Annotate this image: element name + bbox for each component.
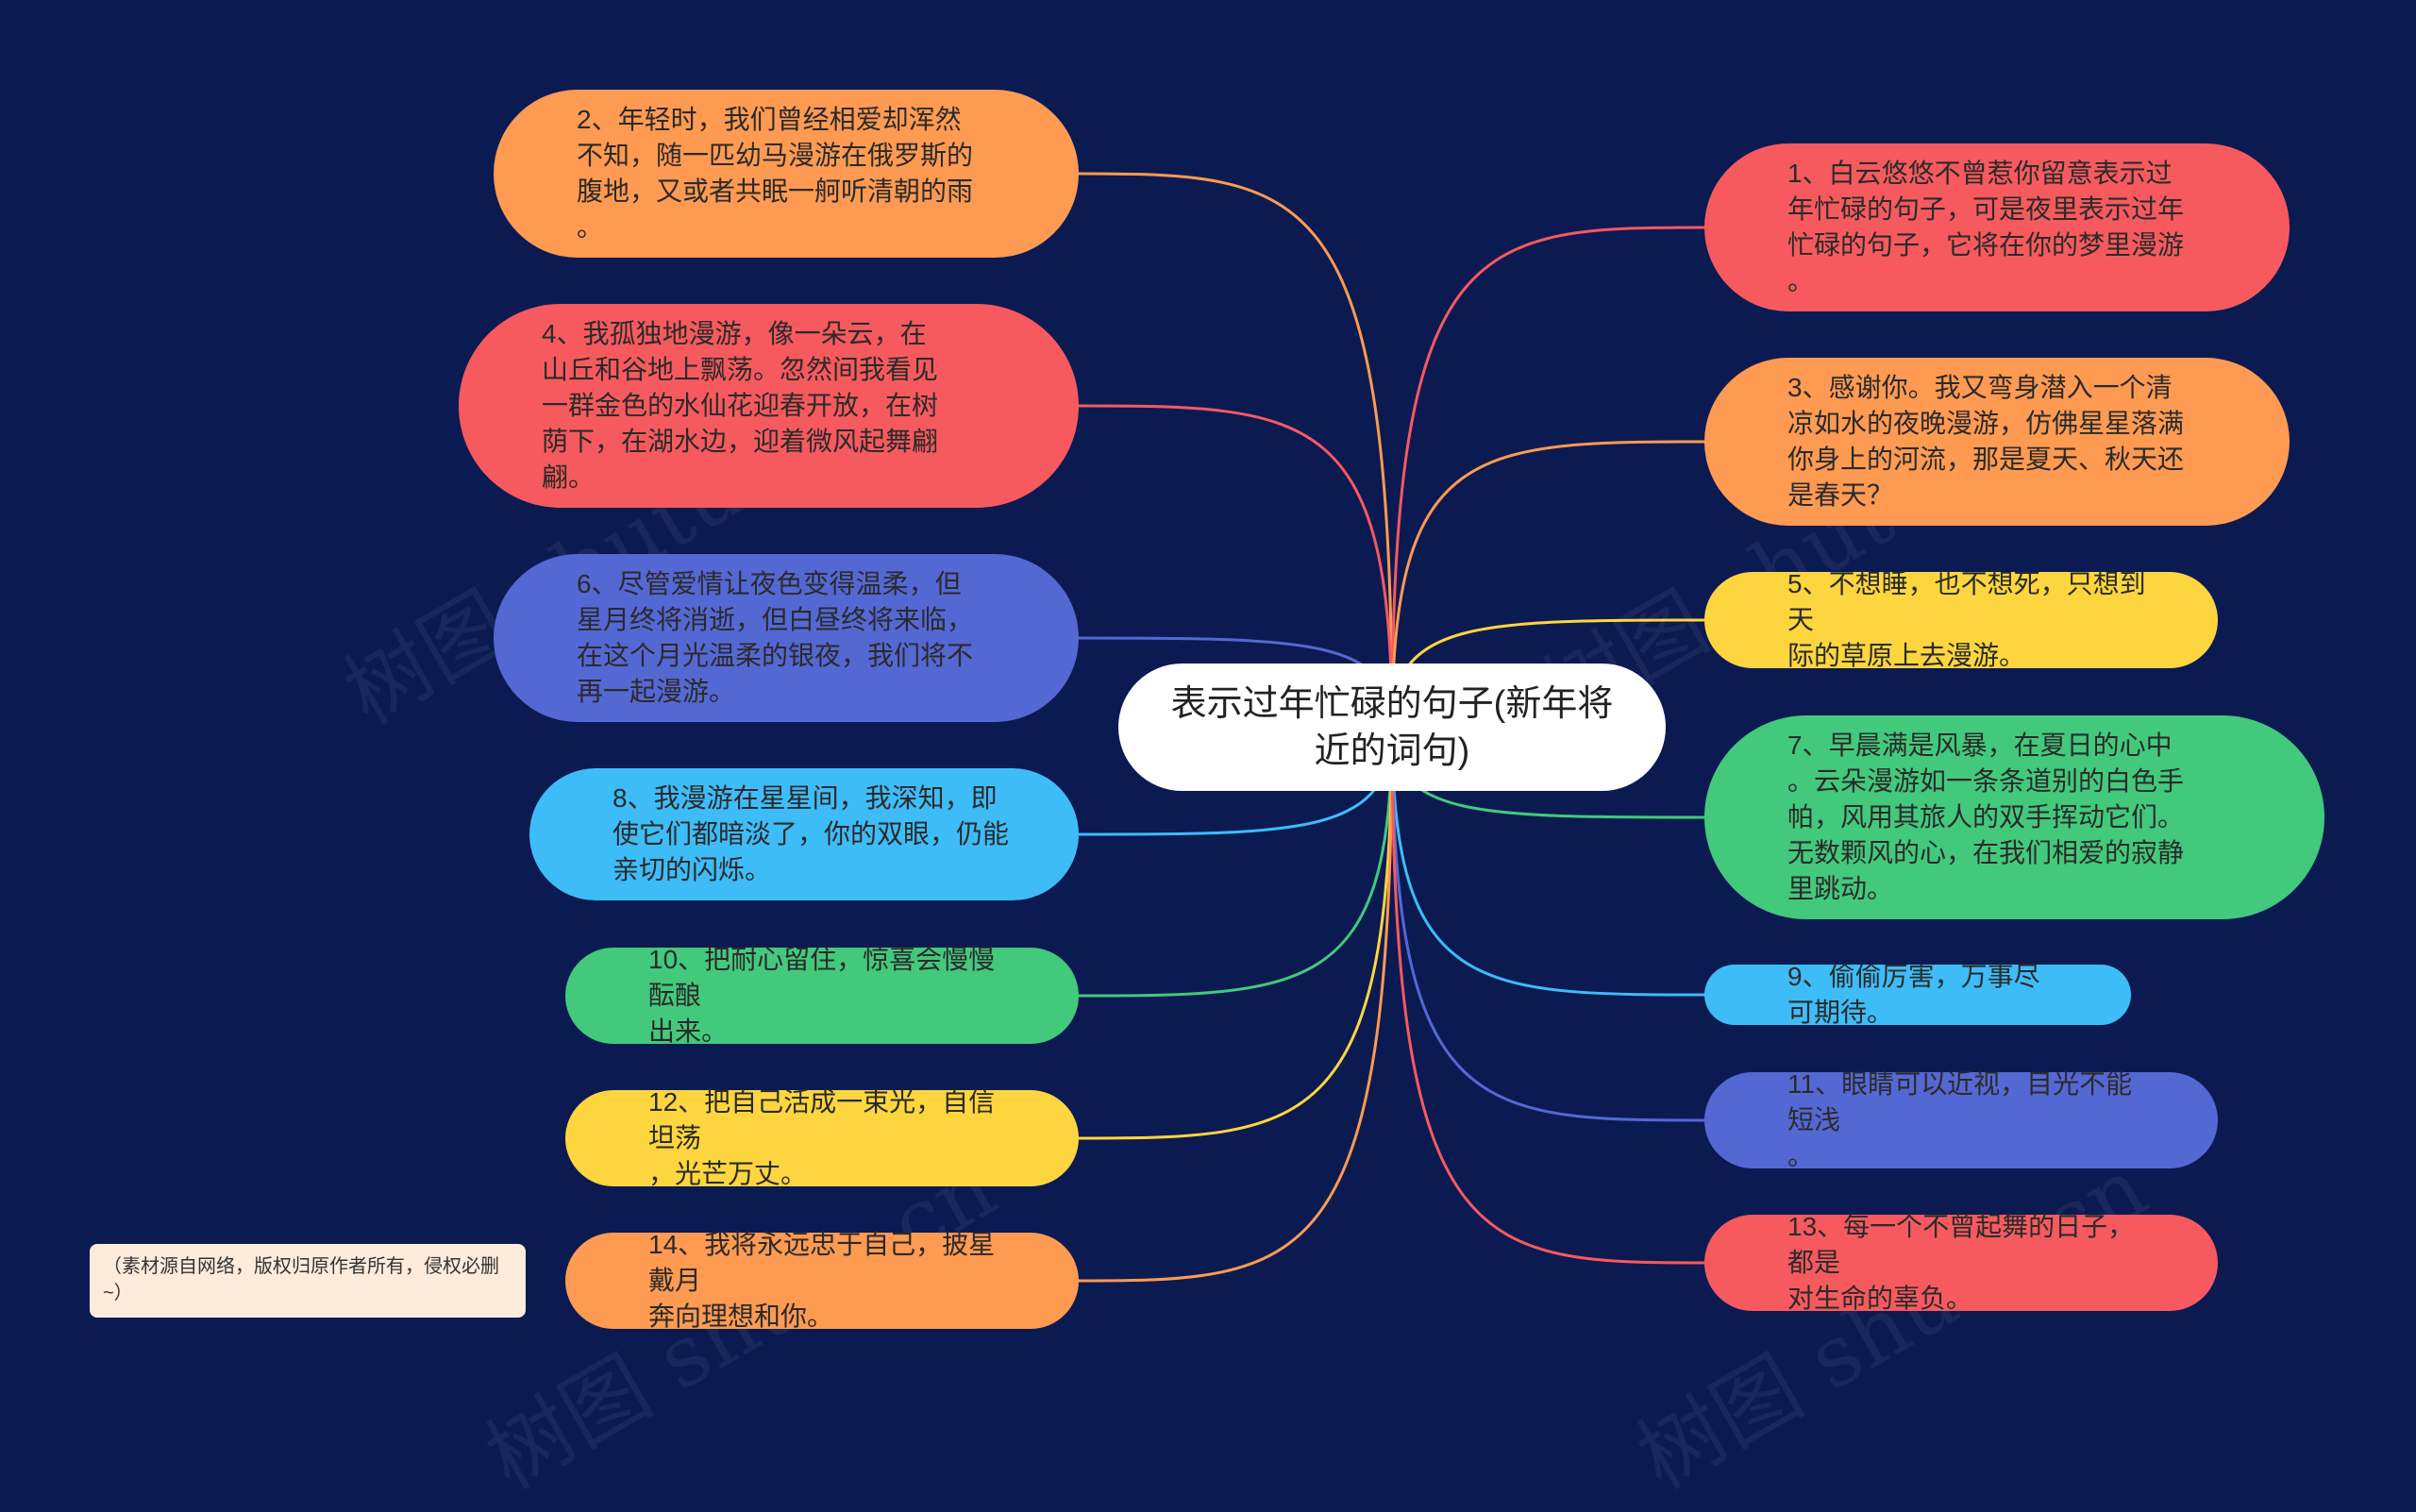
topic-text: 9、偷偷厉害，万事尽可期待。 [1787,962,2040,1027]
connector-n4 [1072,404,1394,728]
topic-node-8[interactable]: 8、我漫游在星星间，我深知，即 使它们都暗淡了，你的双眼，仍能 亲切的闪烁。 [529,768,1079,900]
topic-node-5[interactable]: 5、不想睡，也不想死，只想到天 际的草原上去漫游。 [1704,569,2218,670]
topic-text: 7、早晨满是风暴，在夏日的心中 。云朵漫游如一条条道别的白色手 帕，风用其旅人的… [1787,731,2185,903]
topic-text: 14、我将永远忠于自己，披星戴月 奔向理想和你。 [648,1230,996,1331]
topic-node-7[interactable]: 7、早晨满是风暴，在夏日的心中 。云朵漫游如一条条道别的白色手 帕，风用其旅人的… [1704,715,2324,919]
source-note-text: （素材源自网络，版权归原作者所有，侵权必删~） [103,1256,499,1303]
source-note: （素材源自网络，版权归原作者所有，侵权必删~） [90,1244,526,1318]
connector-n13 [1390,726,1711,1265]
topic-text: 4、我孤独地漫游，像一朵云，在 山丘和谷地上飘荡。忽然间我看见 一群金色的水仙花… [542,319,939,492]
topic-text: 13、每一个不曾起舞的日子，都是 对生命的辜负。 [1787,1212,2135,1313]
topic-node-10[interactable]: 10、把耐心留住，惊喜会慢慢酝酿 出来。 [565,945,1079,1046]
topic-text: 1、白云悠悠不曾惹你留意表示过 年忙碌的句子，可是夜里表示过年 忙碌的句子，它将… [1787,159,2185,295]
topic-text: 2、年轻时，我们曾经相爱却浑然 不知，随一匹幼马漫游在俄罗斯的 腹地，又或者共眠… [577,105,974,242]
connector-n1 [1390,226,1711,728]
topic-text: 8、我漫游在星星间，我深知，即 使它们都暗淡了，你的双眼，仍能 亲切的闪烁。 [612,783,1010,884]
connector-n11 [1390,726,1711,1122]
topic-text: 6、尽管爱情让夜色变得温柔，但 星月终将消逝，但白昼终将来临， 在这个月光温柔的… [577,569,974,706]
connector-n2 [1072,172,1394,728]
topic-text: 12、把自己活成一束光，自信坦荡 ，光芒万丈。 [648,1087,996,1188]
topic-node-14[interactable]: 14、我将永远忠于自己，披星戴月 奔向理想和你。 [565,1230,1079,1331]
topic-node-4[interactable]: 4、我孤独地漫游，像一朵云，在 山丘和谷地上飘荡。忽然间我看见 一群金色的水仙花… [459,304,1079,508]
topic-node-2[interactable]: 2、年轻时，我们曾经相爱却浑然 不知，随一匹幼马漫游在俄罗斯的 腹地，又或者共眠… [494,90,1079,258]
topic-node-3[interactable]: 3、感谢你。我又弯身潜入一个清 凉如水的夜晚漫游，仿佛星星落满 你身上的河流，那… [1704,358,2290,526]
central-topic[interactable]: 表示过年忙碌的句子(新年将近的词句) [1118,664,1666,791]
topic-node-6[interactable]: 6、尽管爱情让夜色变得温柔，但 星月终将消逝，但白昼终将来临， 在这个月光温柔的… [494,554,1079,722]
topic-node-11[interactable]: 11、眼睛可以近视，目光不能短浅 。 [1704,1069,2218,1170]
topic-text: 3、感谢你。我又弯身潜入一个清 凉如水的夜晚漫游，仿佛星星落满 你身上的河流，那… [1787,373,2185,510]
topic-node-12[interactable]: 12、把自己活成一束光，自信坦荡 ，光芒万丈。 [565,1087,1079,1188]
connector-n10 [1072,726,1394,998]
central-topic-text: 表示过年忙碌的句子(新年将近的词句) [1170,683,1614,771]
connector-n3 [1390,440,1711,728]
topic-node-1[interactable]: 1、白云悠悠不曾惹你留意表示过 年忙碌的句子，可是夜里表示过年 忙碌的句子，它将… [1704,143,2290,311]
topic-text: 10、把耐心留住，惊喜会慢慢酝酿 出来。 [648,945,996,1046]
topic-node-9[interactable]: 9、偷偷厉害，万事尽可期待。 [1704,962,2131,1027]
topic-text: 5、不想睡，也不想死，只想到天 际的草原上去漫游。 [1787,569,2146,670]
connector-n9 [1390,726,1711,997]
topic-text: 11、眼睛可以近视，目光不能短浅 。 [1787,1069,2133,1170]
mind-map-canvas: 树图 shutu.cn 树图 shutu.cn 树图 shutu.cn 树图 s… [90,90,2324,1508]
connector-n14 [1072,726,1394,1283]
connector-n12 [1072,726,1394,1140]
topic-node-13[interactable]: 13、每一个不曾起舞的日子，都是 对生命的辜负。 [1704,1212,2218,1313]
